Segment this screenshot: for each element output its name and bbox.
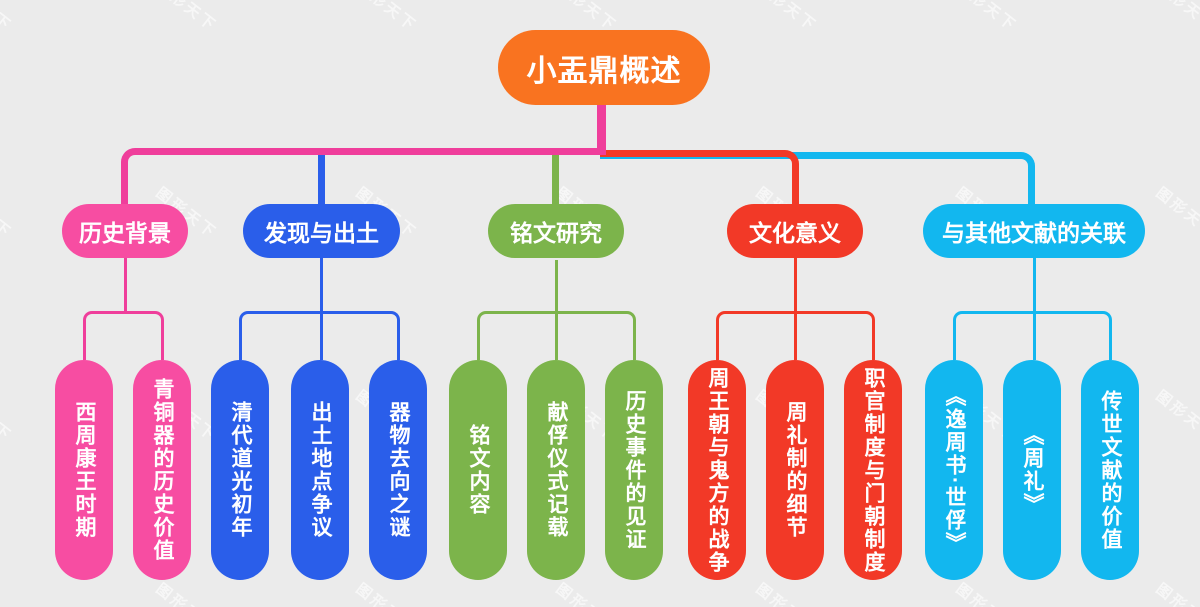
subconnector-history-bracket — [82, 311, 164, 360]
watermark-text: 图形天下 — [0, 578, 17, 607]
leaf-label: 职官制度与门朝制度 — [862, 366, 885, 574]
branch-label: 历史背景 — [79, 220, 171, 246]
subconnector-links-bracket — [952, 311, 1112, 360]
branch-node-history[interactable]: 历史背景 — [62, 204, 188, 258]
leaf-label: 清代道光初年 — [229, 401, 252, 539]
connector-root-stem — [597, 100, 606, 155]
watermark-text: 图形天下 — [152, 578, 222, 607]
leaf-node[interactable]: 铭文内容 — [449, 360, 507, 580]
branch-node-culture[interactable]: 文化意义 — [727, 204, 863, 258]
connector-branch-links — [600, 152, 1035, 204]
leaf-label: 器物去向之谜 — [387, 401, 410, 539]
leaf-label: 西周康王时期 — [73, 401, 96, 539]
watermark-text: 图形天下 — [152, 0, 220, 36]
leaf-node[interactable]: 周王朝与鬼方的战争 — [688, 360, 746, 580]
watermark-text: 图形天下 — [1152, 578, 1200, 607]
connector-branch-inscription — [552, 153, 559, 204]
watermark-text: 图形天下 — [352, 578, 422, 607]
leaf-node[interactable]: 历史事件的见证 — [605, 360, 663, 580]
subconnector-inscription-stem — [554, 260, 558, 360]
root-label: 小盂鼎概述 — [526, 54, 682, 88]
watermark-text: 图形天下 — [952, 0, 1020, 36]
leaf-label: 《逸周书·世俘》 — [943, 385, 966, 555]
leaf-label: 铭文内容 — [467, 424, 490, 516]
leaf-label: 传世文献的价值 — [1099, 389, 1122, 551]
subconnector-inscription-bracket — [476, 311, 636, 360]
branch-label: 铭文研究 — [510, 220, 602, 246]
connector-branch-history — [121, 148, 606, 204]
leaf-label: 《周礼》 — [1021, 424, 1044, 516]
leaf-node[interactable]: 传世文献的价值 — [1081, 360, 1139, 580]
leaf-label: 周王朝与鬼方的战争 — [706, 366, 729, 574]
subconnector-links-stem — [1032, 258, 1036, 360]
watermark-text: 图形天下 — [1152, 387, 1200, 446]
leaf-node[interactable]: 周礼制的细节 — [766, 360, 824, 580]
connector-branch-discovery — [318, 153, 325, 204]
watermark-text: 图形天下 — [0, 184, 15, 243]
branch-label: 文化意义 — [749, 220, 841, 246]
connector-branch-culture — [600, 150, 799, 204]
leaf-label: 周礼制的细节 — [784, 401, 807, 539]
leaf-node[interactable]: 器物去向之谜 — [369, 360, 427, 580]
watermark-text: 图形天下 — [952, 578, 1022, 607]
leaf-label: 出土地点争议 — [309, 401, 332, 539]
watermark-text: 图形天下 — [0, 0, 15, 36]
leaf-label: 青铜器的历史价值 — [151, 378, 174, 562]
leaf-node[interactable]: 《周礼》 — [1003, 360, 1061, 580]
subconnector-culture-bracket — [715, 311, 875, 360]
leaf-node[interactable]: 出土地点争议 — [291, 360, 349, 580]
leaf-node[interactable]: 《逸周书·世俘》 — [925, 360, 983, 580]
watermark-text: 图形天下 — [752, 0, 820, 36]
watermark-text: 图形天下 — [752, 578, 822, 607]
watermark-text: 图形天下 — [552, 578, 622, 607]
subconnector-discovery-stem — [319, 258, 323, 360]
watermark-text: 图形天下 — [352, 0, 420, 36]
leaf-label: 献俘仪式记载 — [545, 401, 568, 539]
watermark-text: 图形天下 — [0, 387, 15, 446]
subconnector-history-stem — [123, 258, 127, 314]
subconnector-discovery-bracket — [238, 311, 400, 360]
leaf-node[interactable]: 献俘仪式记载 — [527, 360, 585, 580]
subconnector-culture-stem — [793, 258, 797, 360]
branch-node-discovery[interactable]: 发现与出土 — [243, 204, 400, 258]
root-node[interactable]: 小盂鼎概述 — [498, 30, 710, 105]
branch-node-inscription[interactable]: 铭文研究 — [488, 204, 624, 258]
leaf-node[interactable]: 青铜器的历史价值 — [133, 360, 191, 580]
leaf-node[interactable]: 西周康王时期 — [55, 360, 113, 580]
watermark-text: 图形天下 — [1152, 0, 1200, 36]
leaf-label: 历史事件的见证 — [623, 389, 646, 551]
branch-label: 发现与出土 — [264, 220, 379, 246]
leaf-node[interactable]: 清代道光初年 — [211, 360, 269, 580]
branch-label: 与其他文献的关联 — [942, 220, 1126, 246]
leaf-node[interactable]: 职官制度与门朝制度 — [844, 360, 902, 580]
branch-node-links[interactable]: 与其他文献的关联 — [923, 204, 1145, 258]
watermark-text: 图形天下 — [1152, 184, 1200, 243]
